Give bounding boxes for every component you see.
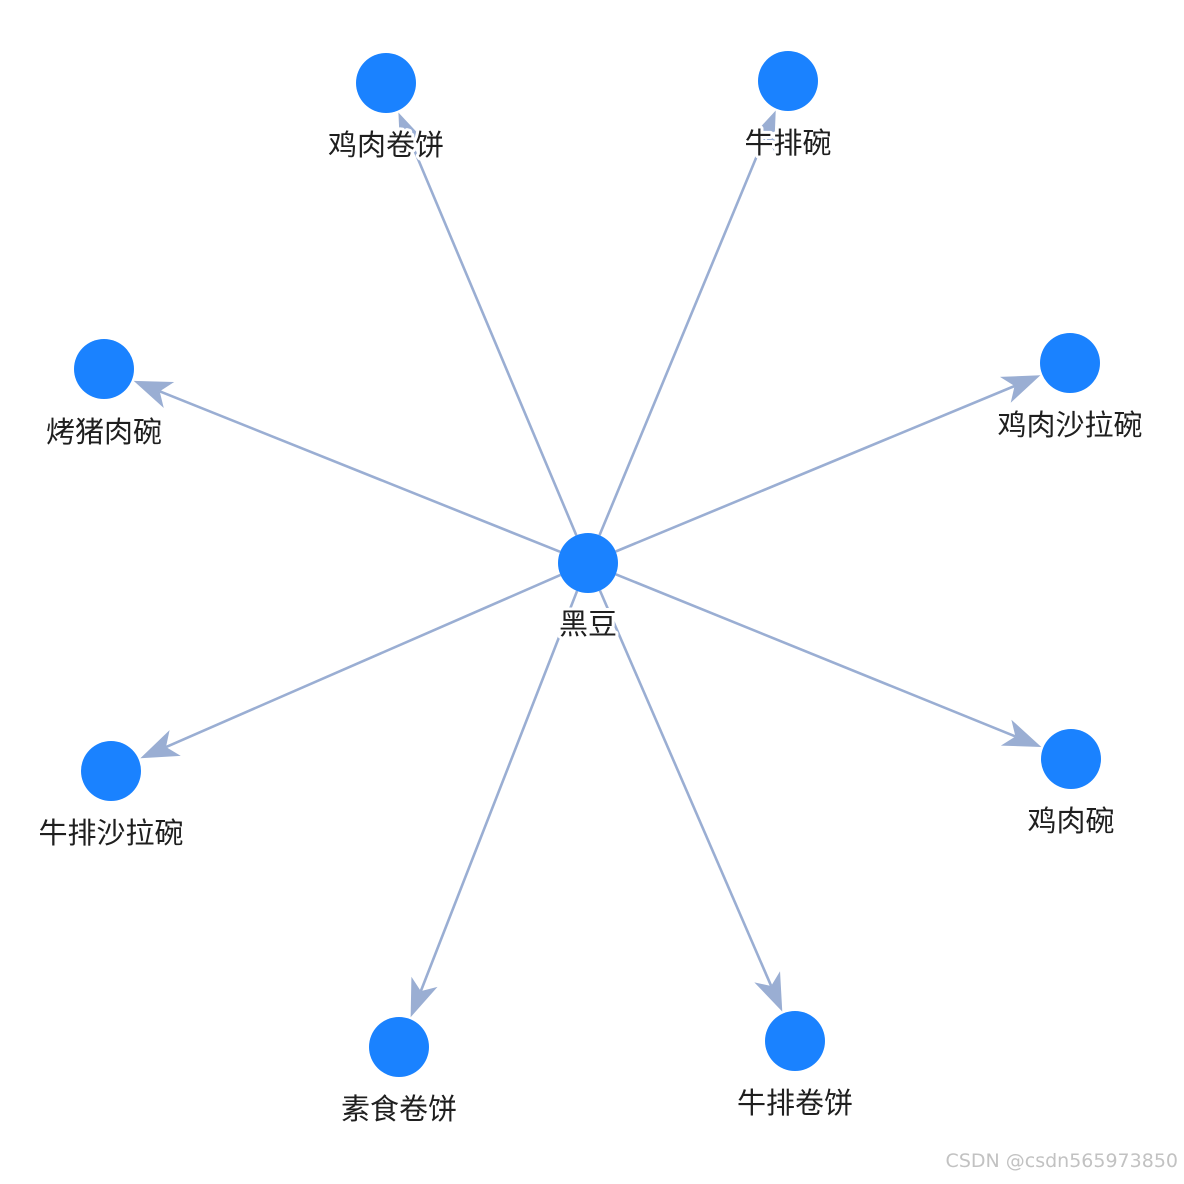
- edge-n4: [615, 573, 1016, 738]
- node-label-halo: 牛排碗: [744, 126, 831, 160]
- node-label: 牛排碗: [744, 126, 831, 160]
- node-label-halo: 牛排卷饼: [737, 1086, 853, 1120]
- node-circle[interactable]: [1040, 333, 1100, 393]
- edge-n6: [419, 590, 579, 992]
- node-label-halo: 素食卷饼: [341, 1092, 457, 1126]
- arrowhead-n4: [1000, 719, 1042, 747]
- watermark: CSDN @csdn565973850: [945, 1150, 1178, 1172]
- arrowhead-n5: [754, 971, 783, 1012]
- node-label-halo: 鸡肉沙拉碗: [997, 408, 1142, 442]
- arrowhead-n3: [999, 375, 1041, 403]
- node-circle[interactable]: [81, 741, 141, 801]
- arrowhead-n6: [410, 976, 438, 1018]
- node-circle[interactable]: [765, 1011, 825, 1071]
- node-circle[interactable]: [1041, 729, 1101, 789]
- edge-n2: [598, 135, 767, 536]
- arrowhead-n7: [140, 730, 181, 759]
- arrowhead-n1: [398, 112, 427, 153]
- edge-n3: [615, 384, 1016, 553]
- edge-n1: [408, 137, 578, 536]
- node-label: 牛排卷饼: [737, 1086, 853, 1120]
- nodes-layer: 黑豆黑豆鸡肉卷饼鸡肉卷饼牛排碗牛排碗鸡肉沙拉碗鸡肉沙拉碗鸡肉碗鸡肉碗牛排卷饼牛排…: [35, 51, 1146, 1129]
- edges-layer: [133, 110, 1042, 1018]
- node-label: 鸡肉沙拉碗: [997, 408, 1142, 442]
- edge-n5: [598, 590, 773, 987]
- arrowhead-n8: [133, 380, 175, 409]
- edge-n7: [165, 573, 562, 749]
- arrowhead-n2: [748, 110, 776, 152]
- node-circle[interactable]: [558, 533, 618, 593]
- node-label-halo: 烤猪肉碗: [46, 415, 162, 449]
- node-label: 素食卷饼: [341, 1092, 457, 1126]
- node-label: 牛排沙拉碗: [38, 816, 183, 850]
- node-circle[interactable]: [356, 53, 416, 113]
- node-label-halo: 黑豆: [559, 607, 617, 641]
- edge-n8: [159, 390, 561, 554]
- node-circle[interactable]: [758, 51, 818, 111]
- node-label: 黑豆: [559, 607, 617, 641]
- node-label: 烤猪肉碗: [46, 415, 162, 449]
- node-circle[interactable]: [369, 1017, 429, 1077]
- node-label: 鸡肉卷饼: [328, 128, 444, 162]
- node-label-halo: 鸡肉碗: [1027, 804, 1114, 838]
- node-label: 鸡肉碗: [1027, 804, 1114, 838]
- node-circle[interactable]: [74, 339, 134, 399]
- node-label-halo: 牛排沙拉碗: [38, 816, 183, 850]
- node-label-halo: 鸡肉卷饼: [328, 128, 444, 162]
